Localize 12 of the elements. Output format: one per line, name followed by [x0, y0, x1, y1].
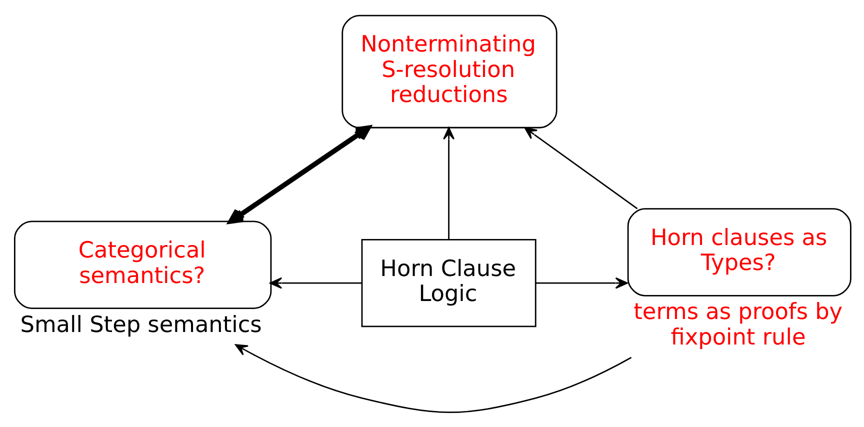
node-box: Horn Clause Logic: [361, 238, 536, 327]
node-box: Nonterminating S-resolution reductions: [342, 14, 558, 128]
node-box: Categorical semantics?: [14, 220, 272, 308]
arrow: [524, 126, 638, 209]
node-label: terms as proofs by fixpoint rule: [634, 298, 843, 350]
arrow: [270, 276, 362, 288]
arrow: [536, 276, 628, 288]
arrow: [235, 344, 632, 412]
node-label: Small Step semantics: [20, 311, 262, 338]
arrow: [228, 124, 371, 224]
node-box: Horn clauses as Types?: [627, 208, 852, 296]
arrow: [443, 126, 455, 239]
